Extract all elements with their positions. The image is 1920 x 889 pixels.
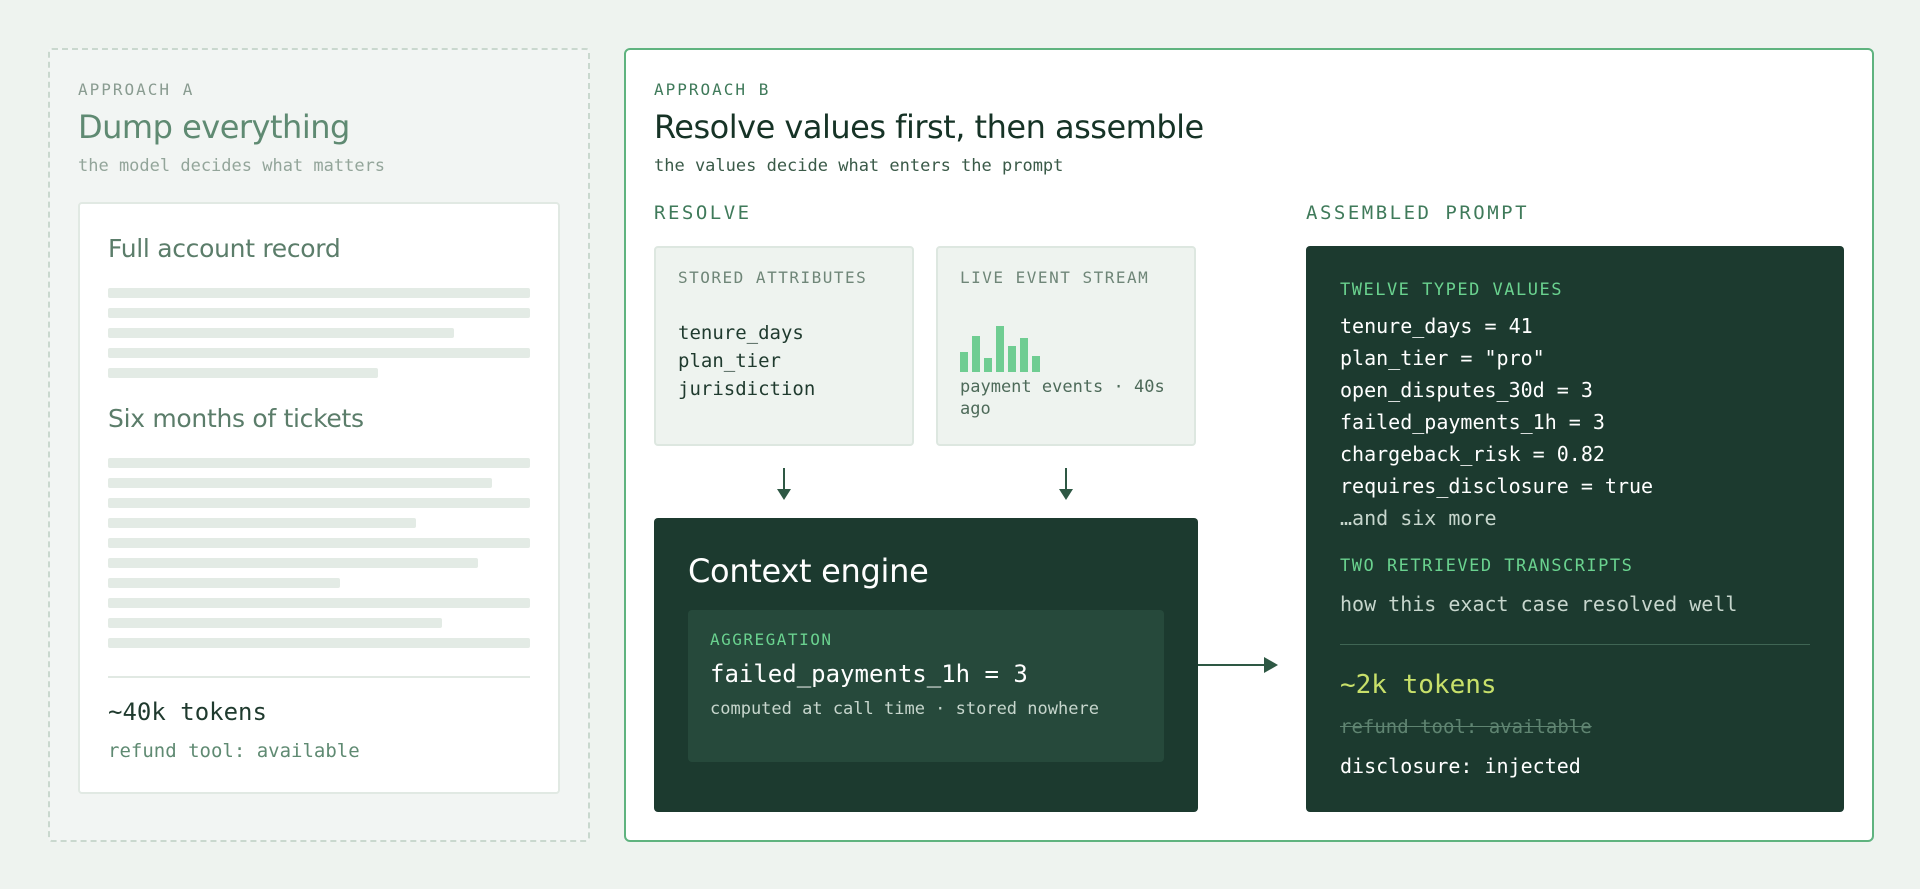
typed-value: tenure_days = 41 [1340, 314, 1533, 338]
skeleton-line [108, 368, 378, 378]
transcripts-description: how this exact case resolved well [1340, 592, 1738, 616]
approach-a-token-count: ~40k tokens [108, 698, 267, 726]
approach-a-title: Dump everything [78, 108, 350, 146]
stored-attributes-box: STORED ATTRIBUTES tenure_days plan_tier … [654, 246, 914, 446]
arrow-right-icon [1198, 657, 1278, 673]
typed-value: failed_payments_1h = 3 [1340, 410, 1605, 434]
skeleton-line [108, 638, 530, 648]
typed-values-label: TWELVE TYPED VALUES [1340, 280, 1563, 300]
approach-b-token-count: ~2k tokens [1340, 670, 1497, 700]
skeleton-line [108, 598, 530, 608]
skeleton-line [108, 518, 416, 528]
tickets-heading: Six months of tickets [108, 404, 364, 433]
approach-b-eyebrow: APPROACH B [654, 80, 771, 99]
typed-value: open_disputes_30d = 3 [1340, 378, 1593, 402]
resolve-label: RESOLVE [654, 202, 752, 224]
typed-value: plan_tier = "pro" [1340, 346, 1545, 370]
approach-b-title: Resolve values first, then assemble [654, 108, 1204, 146]
arrow-down-icon [1059, 468, 1073, 500]
aggregation-label: AGGREGATION [710, 630, 833, 649]
typed-value: requires_disclosure = true [1340, 474, 1654, 498]
approach-a-eyebrow: APPROACH A [78, 80, 195, 99]
transcripts-label: TWO RETRIEVED TRANSCRIPTS [1340, 556, 1634, 576]
approach-a-refund-status: refund tool: available [108, 740, 360, 762]
live-event-caption: payment events · 40s ago [960, 377, 1165, 419]
skeleton-line [108, 558, 478, 568]
skeleton-line [108, 288, 530, 298]
account-record-heading: Full account record [108, 234, 341, 263]
context-engine-title: Context engine [688, 552, 929, 590]
attribute-item: plan_tier [678, 350, 781, 372]
prompt-divider [1340, 644, 1810, 645]
skeleton-line [108, 538, 530, 548]
account-record-card: Full account record Six months of ticket… [78, 202, 560, 794]
stored-attributes-label: STORED ATTRIBUTES [678, 268, 868, 287]
context-engine-box: Context engine AGGREGATION failed_paymen… [654, 518, 1198, 812]
approach-a-subtitle: the model decides what matters [78, 156, 386, 176]
event-stream-bars-icon [960, 326, 1040, 372]
aggregation-value: failed_payments_1h = 3 [710, 660, 1028, 688]
attribute-item: jurisdiction [678, 378, 816, 400]
attribute-item: tenure_days [678, 322, 804, 344]
skeleton-line [108, 578, 340, 588]
live-event-stream-box: LIVE EVENT STREAM payment events · 40s a… [936, 246, 1196, 446]
approach-a-panel: APPROACH A Dump everything the model dec… [48, 48, 590, 842]
typed-value: chargeback_risk = 0.82 [1340, 442, 1605, 466]
skeleton-line [108, 458, 530, 468]
aggregation-box: AGGREGATION failed_payments_1h = 3 compu… [688, 610, 1164, 762]
disclosure-status: disclosure: injected [1340, 754, 1581, 778]
skeleton-line [108, 618, 442, 628]
skeleton-line [108, 348, 530, 358]
assembled-prompt-label: ASSEMBLED PROMPT [1306, 202, 1530, 224]
skeleton-line [108, 308, 530, 318]
approach-b-panel: APPROACH B Resolve values first, then as… [624, 48, 1874, 842]
skeleton-line [108, 328, 454, 338]
live-event-stream-label: LIVE EVENT STREAM [960, 268, 1150, 287]
card-divider [108, 676, 530, 678]
approach-b-refund-status: refund tool: available [1340, 716, 1592, 738]
arrow-down-icon [777, 468, 791, 500]
skeleton-line [108, 498, 530, 508]
more-values-note: …and six more [1340, 506, 1497, 530]
aggregation-note: computed at call time · stored nowhere [710, 699, 1099, 719]
skeleton-line [108, 478, 492, 488]
approach-b-subtitle: the values decide what enters the prompt [654, 156, 1064, 176]
assembled-prompt-box: TWELVE TYPED VALUES tenure_days = 41 pla… [1306, 246, 1844, 812]
